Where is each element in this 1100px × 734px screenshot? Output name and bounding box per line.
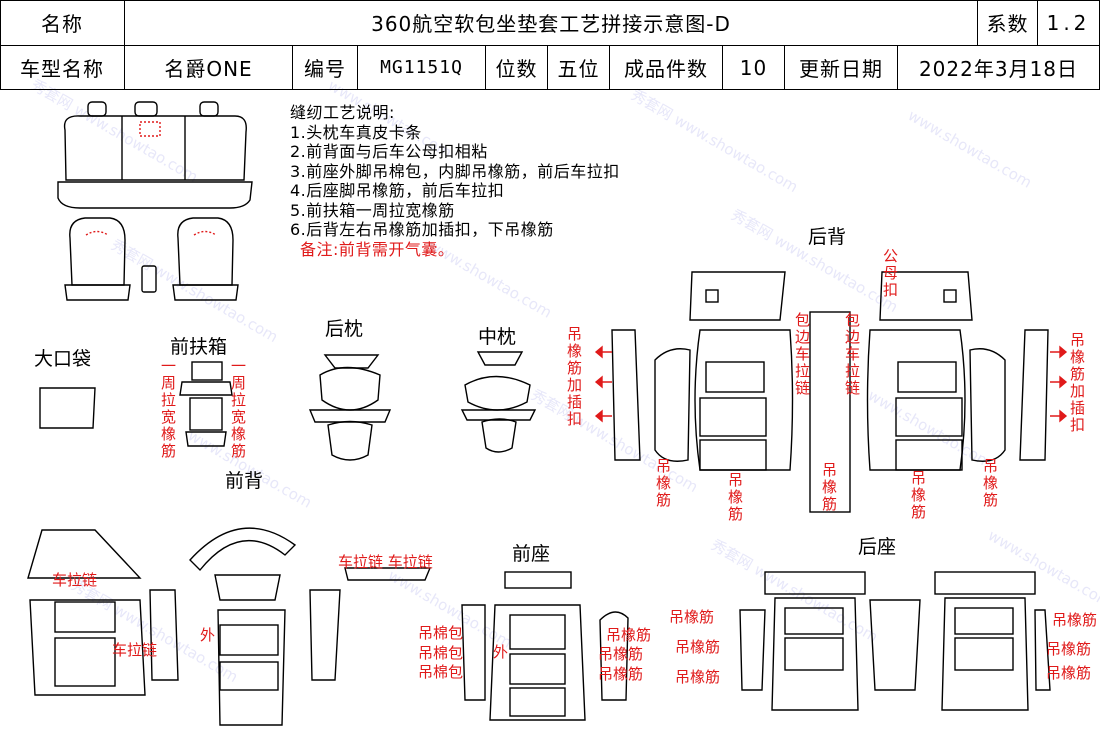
rubber-note-2: 吊橡筋: [598, 645, 644, 663]
car-seat-overview: [57, 101, 253, 301]
male-buckle-note: 公母扣: [882, 247, 898, 299]
rubber-note-4: 吊橡筋: [669, 608, 715, 626]
cotton-bag-note-1: 吊棉包: [418, 624, 464, 642]
rear-left-side-note: 吊橡筋加插扣: [566, 325, 582, 428]
header-table: 名称 360航空软包坐垫套工艺拼接示意图-D 系数 1.2 车型名称 名爵ONE…: [0, 0, 1100, 90]
notes-title: 缝纫工艺说明:: [290, 103, 395, 122]
sewing-notes: 缝纫工艺说明: 1.头枕车真皮卡条 2.前背面与后车公母扣相粘 3.前座外脚吊棉…: [290, 103, 620, 259]
cotton-bag-note-2: 吊棉包: [418, 644, 464, 662]
zip-note-2: 车拉链: [112, 641, 158, 659]
hang-rubber-note-5: 吊橡筋: [982, 457, 998, 509]
rear-back-shapes: [611, 271, 1049, 513]
front-seat-shapes: [344, 567, 629, 721]
rubber-note-5: 吊橡筋: [675, 638, 721, 656]
hang-rubber-note-2: 吊橡筋: [727, 471, 743, 523]
section-front-armrest: 前扶箱: [170, 336, 228, 358]
zip-pair-note: 车拉链 车拉链: [338, 553, 433, 571]
cotton-bag-note-3: 吊棉包: [418, 663, 464, 681]
hang-rubber-note-1: 吊橡筋: [655, 457, 671, 509]
section-front-seat: 前座: [512, 543, 551, 565]
note-item-5: 5.前扶箱一周拉宽橡筋: [290, 200, 455, 220]
update-label: 更新日期: [785, 46, 898, 90]
section-rear-seat: 后座: [858, 536, 897, 558]
rubber-note-9: 吊橡筋: [1046, 664, 1092, 682]
outer-note-1: 外: [200, 626, 216, 644]
rear-back-arrows: [594, 345, 1068, 423]
rubber-note-7: 吊橡筋: [1052, 611, 1098, 629]
model-value: 名爵ONE: [125, 46, 293, 90]
doc-title: 360航空软包坐垫套工艺拼接示意图-D: [125, 0, 978, 46]
front-back-shapes: [27, 527, 341, 726]
model-label: 车型名称: [0, 46, 125, 90]
note-item-1: 1.头枕车真皮卡条: [290, 122, 422, 142]
seat-label: 位数: [486, 46, 548, 90]
big-pocket-shape: [39, 387, 96, 429]
note-item-4: 4.后座脚吊橡筋，前后车拉扣: [290, 181, 505, 200]
rubber-note-8: 吊橡筋: [1046, 640, 1092, 658]
seat-value: 五位: [548, 46, 610, 90]
section-mid-headrest: 中枕: [478, 326, 517, 348]
coef-value: 1.2: [1038, 0, 1100, 46]
notes-remark: 备注:前背需开气囊。: [300, 239, 455, 259]
coef-label: 系数: [978, 0, 1038, 46]
pieces-value: 10: [723, 46, 785, 90]
hang-rubber-note-3: 吊橡筋: [821, 461, 837, 513]
side-zip-left-note: 包边车拉链: [794, 311, 810, 397]
section-front-back: 前背: [225, 470, 264, 492]
rubber-note-6: 吊橡筋: [675, 668, 721, 686]
rear-right-side-note: 吊橡筋加插扣: [1069, 331, 1085, 434]
mid-headrest-shapes: [460, 351, 537, 453]
section-rear-headrest: 后枕: [325, 318, 364, 340]
side-zip-right-note: 包边车拉链: [844, 311, 860, 397]
front-armrest-shapes: [179, 361, 233, 447]
hang-rubber-note-4: 吊橡筋: [910, 469, 926, 521]
rubber-note-1: 吊橡筋: [606, 626, 652, 644]
note-item-2: 2.前背面与后车公母扣相粘: [290, 142, 488, 161]
update-value: 2022年3月18日: [898, 46, 1100, 90]
rubber-note-3: 吊橡筋: [598, 665, 644, 683]
code-value: MG1151Q: [358, 46, 486, 90]
pieces-label: 成品件数: [610, 46, 723, 90]
note-item-6: 6.后背左右吊橡筋加插扣，下吊橡筋: [290, 220, 554, 239]
name-label: 名称: [0, 0, 125, 46]
rear-headrest-shapes: [308, 354, 392, 461]
code-label: 编号: [293, 46, 358, 90]
pattern-diagram: [27, 101, 1068, 726]
outer-note-2: 外: [493, 643, 509, 661]
armrest-right-note: 一周拉宽橡筋: [230, 357, 246, 460]
armrest-left-note: 一周拉宽橡筋: [160, 357, 176, 460]
section-big-pocket: 大口袋: [34, 348, 92, 370]
note-item-3: 3.前座外脚吊棉包，内脚吊橡筋，前后车拉扣: [290, 161, 620, 181]
section-rear-back: 后背: [808, 226, 847, 248]
zip-note-1: 车拉链: [52, 571, 98, 589]
rear-seat-shapes: [739, 571, 1051, 711]
